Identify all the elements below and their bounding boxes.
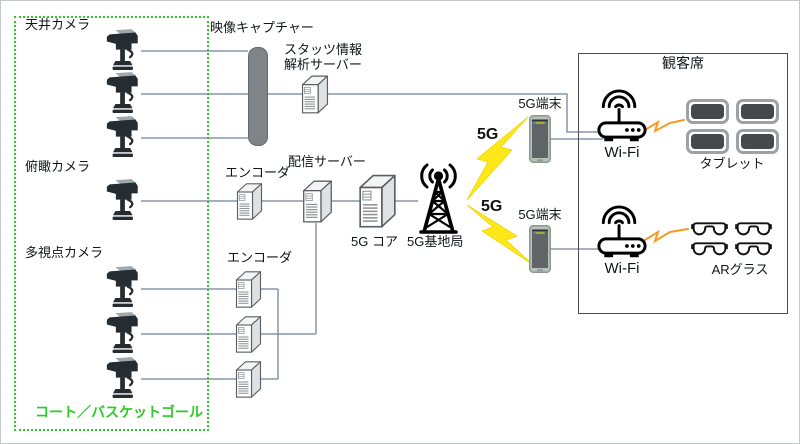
encoder-group-label: エンコーダ [227, 250, 293, 265]
multiview-camera-icon-1 [104, 266, 142, 310]
video-capture-bar [248, 47, 268, 146]
encoder-single-icon [236, 182, 263, 220]
multiview-camera-group-label: 多視点カメラ [25, 245, 104, 260]
audience-zone-label: 観客席 [662, 55, 704, 71]
ar-glasses-icon-3 [691, 241, 728, 258]
distribution-server-icon [302, 177, 333, 225]
tablet-screen [741, 134, 774, 149]
ar-glasses-icon-4 [735, 241, 772, 258]
overhead-camera-icon [104, 179, 142, 223]
wireless-5g-label-2: 5G [481, 198, 503, 215]
multiview-camera-icon-2 [104, 312, 142, 356]
wifi-link-zigzag-1 [644, 119, 685, 134]
smartphone-icon-2 [529, 225, 551, 273]
tablet-screen [691, 134, 724, 149]
terminal-label-1: 5G端末 [518, 96, 562, 111]
video-capture-label: 映像キャプチャー [210, 20, 314, 35]
base-station-tower-icon [415, 161, 462, 236]
ar-glasses-icon-2 [735, 221, 772, 238]
tablets-label: タブレット [699, 156, 765, 171]
tablet-screen [741, 104, 774, 119]
stats-server-label-line1: スタッツ情報 [284, 42, 363, 57]
base-station-label: 5G基地局 [407, 234, 464, 249]
encoder-group-icon-3 [235, 360, 262, 398]
tablet-icon-4 [736, 129, 779, 154]
core-server-icon [358, 171, 397, 230]
ar-glasses-icon-1 [691, 221, 728, 238]
stats-server-label: スタッツ情報 解析サーバー [284, 42, 362, 72]
ceiling-camera-group-label: 天井カメラ [25, 17, 91, 32]
tablet-icon-2 [736, 99, 779, 124]
wifi-router-icon-1 [597, 87, 647, 144]
wifi-label-1: Wi-Fi [604, 144, 640, 161]
stats-server-label-line2: 解析サーバー [284, 57, 362, 72]
overhead-camera-group-label: 俯瞰カメラ [25, 159, 91, 174]
ceiling-camera-icon-1 [104, 29, 142, 73]
tablet-icon-1 [686, 99, 729, 124]
encoder-group-icon-1 [235, 270, 262, 308]
wireless-5g-label-1: 5G [477, 126, 499, 143]
audience-zone-box [578, 53, 788, 314]
distribution-server-label: 配信サーバー [288, 154, 366, 169]
multiview-camera-icon-3 [104, 357, 142, 401]
court-zone-label: コート／バスケットゴール [35, 404, 203, 420]
wifi-link-zigzag-2 [644, 228, 689, 244]
core-label: 5G コア [351, 234, 398, 249]
terminal-label-2: 5G端末 [518, 207, 562, 222]
encoder-single-label: エンコーダ [225, 165, 291, 180]
court-zone-box [14, 16, 209, 431]
ceiling-camera-icon-3 [104, 116, 142, 160]
wifi-label-2: Wi-Fi [604, 260, 640, 277]
ar-glasses-label: ARグラス [711, 262, 769, 277]
tablet-icon-3 [686, 129, 729, 154]
wire-stats-to-wifi [268, 93, 603, 133]
ceiling-camera-icon-2 [104, 72, 142, 116]
tablet-screen [691, 104, 724, 119]
wifi-router-icon-2 [597, 203, 647, 260]
lightning-bolt-icon-1 [466, 116, 529, 201]
smartphone-icon-1 [529, 115, 551, 163]
stats-server-icon [301, 74, 329, 114]
encoder-group-icon-2 [235, 315, 262, 353]
